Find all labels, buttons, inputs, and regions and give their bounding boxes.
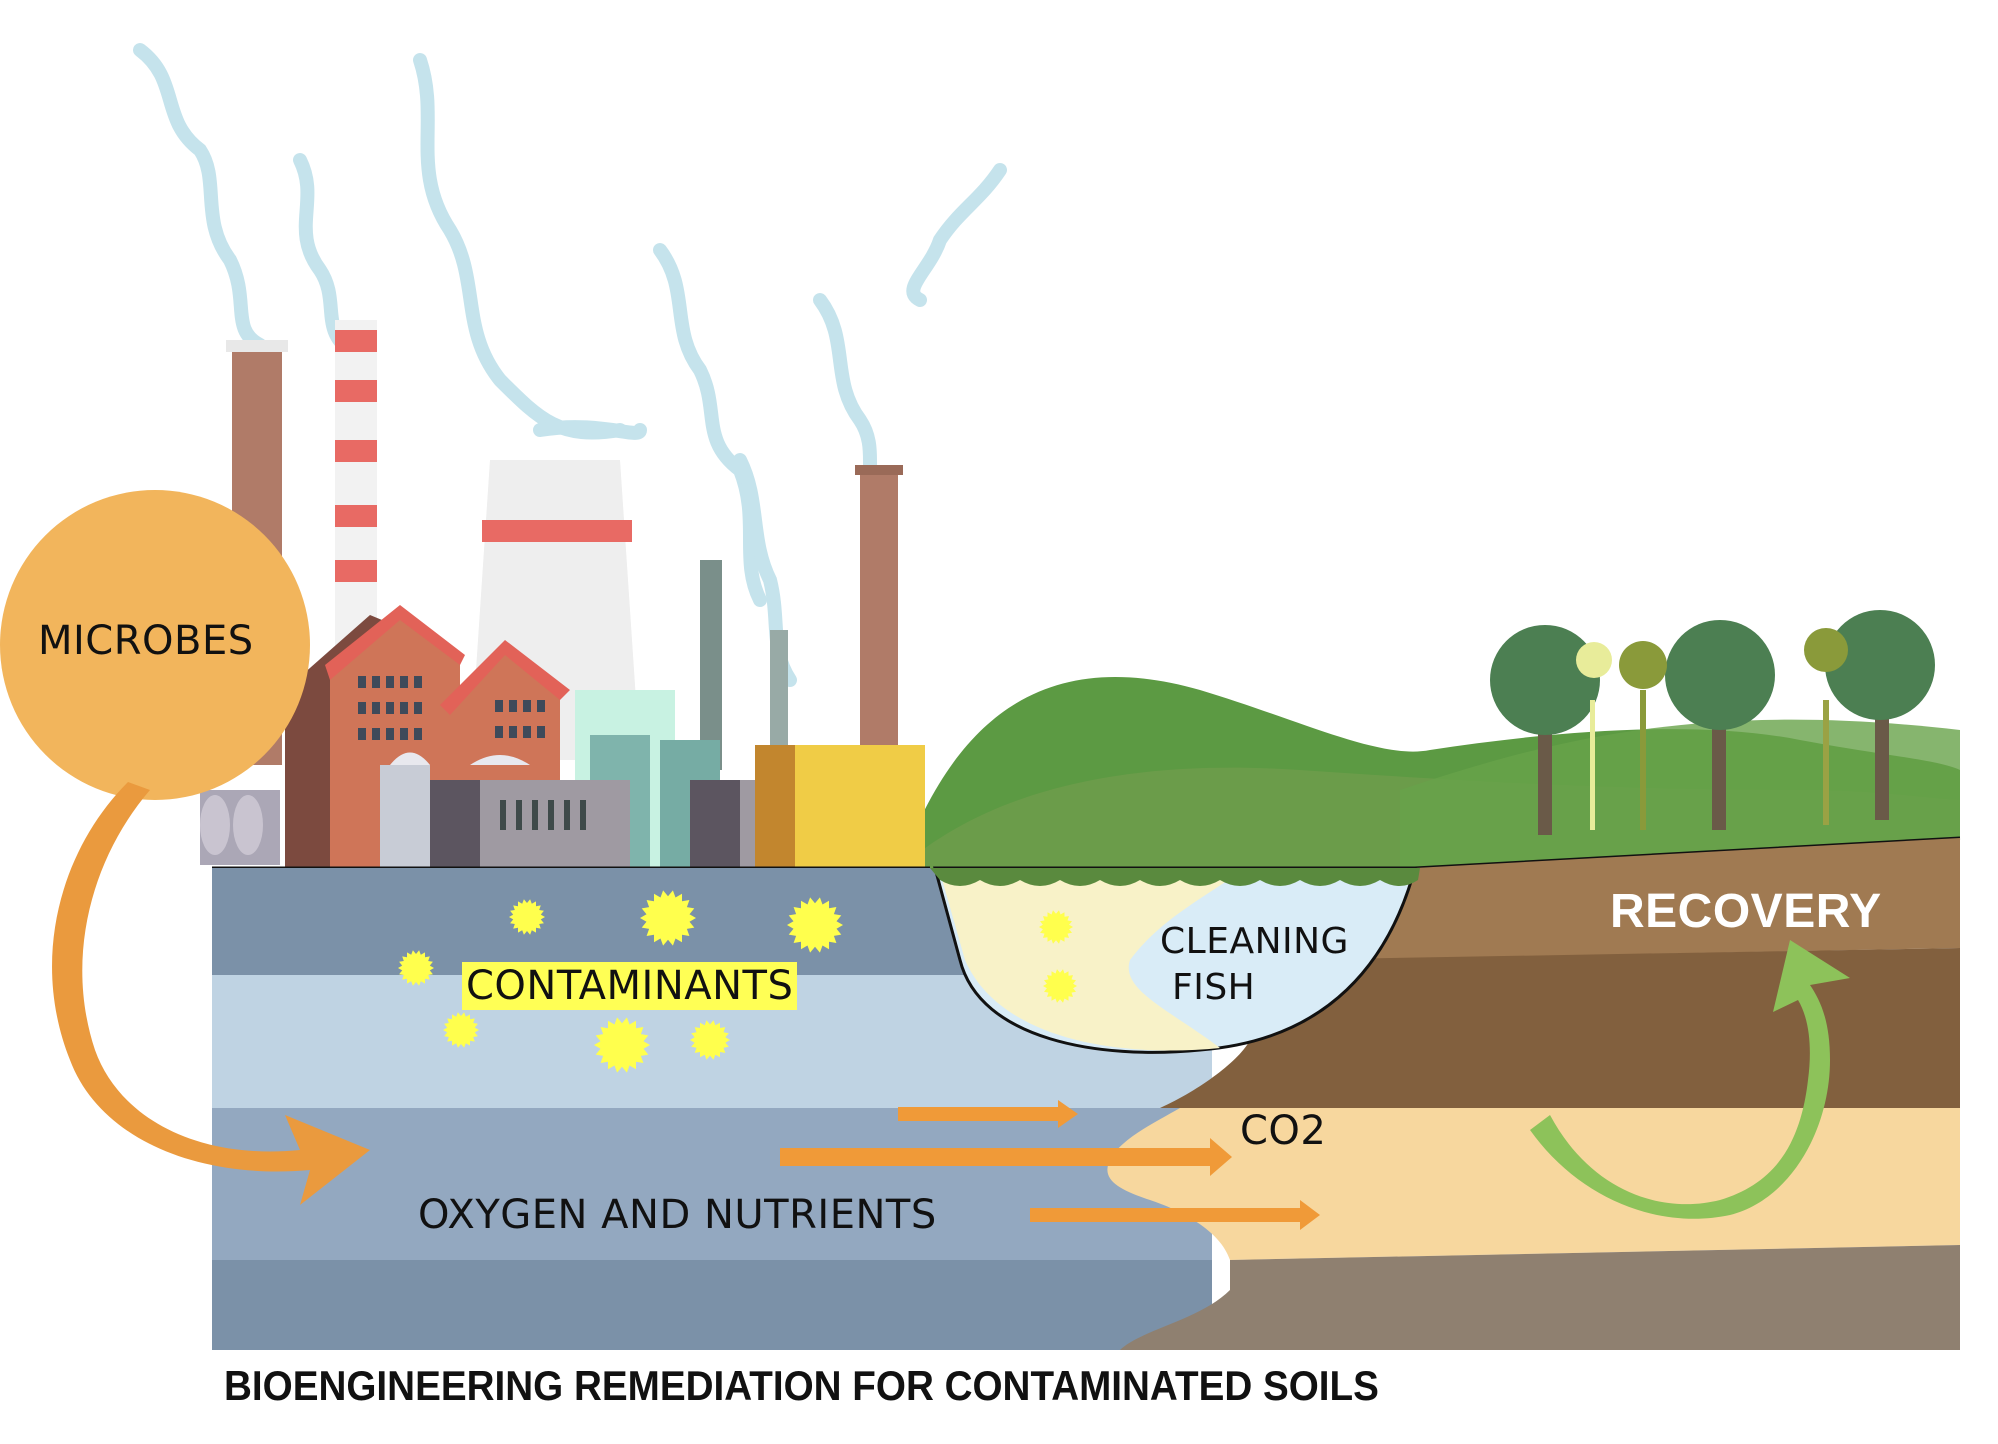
oxygen-nutrients-label: OXYGEN AND NUTRIENTS: [418, 1192, 937, 1238]
smokestack-icon: [860, 470, 898, 770]
contaminant-particle-icon: [640, 890, 696, 946]
smokestack-icon: [770, 630, 788, 770]
palm-tree-icon: [1490, 610, 1935, 835]
contaminant-particle-icon: [398, 890, 1077, 1073]
smokestack-icon: [700, 560, 722, 770]
co2-label: CO2: [1240, 1108, 1327, 1154]
microbes-label: MICROBES: [38, 618, 254, 664]
hills: [900, 676, 1960, 868]
smoke-icon: [133, 43, 1007, 687]
contaminant-particle-icon: [1043, 969, 1077, 1003]
contaminant-particle-icon: [398, 950, 434, 986]
contaminant-particle-icon: [594, 1017, 650, 1073]
contaminant-particle-icon: [443, 1012, 479, 1048]
contaminated-soil-layers: [212, 868, 1212, 1350]
curved-arrow-icon: [1530, 940, 1850, 1219]
contaminant-particle-icon: [787, 897, 843, 953]
contaminant-particle-icon: [690, 1020, 730, 1060]
cleaning-label: CLEANING: [1160, 921, 1349, 962]
flow-arrow-icon: [780, 1100, 1320, 1230]
contaminant-particle-icon: [1039, 910, 1073, 944]
recovered-soil-layers: [1107, 838, 1960, 1350]
fish-label: FISH: [1172, 967, 1256, 1008]
curved-arrow-icon: [52, 782, 371, 1205]
microbes-circle: [0, 490, 310, 800]
contaminants-label: CONTAMINANTS: [462, 962, 798, 1010]
diagram-title: BIOENGINEERING REMEDIATION FOR CONTAMINA…: [224, 1362, 1379, 1409]
factory-icon: [200, 320, 925, 870]
contaminant-particle-icon: [509, 899, 545, 935]
recovery-label: RECOVERY: [1610, 885, 1882, 938]
